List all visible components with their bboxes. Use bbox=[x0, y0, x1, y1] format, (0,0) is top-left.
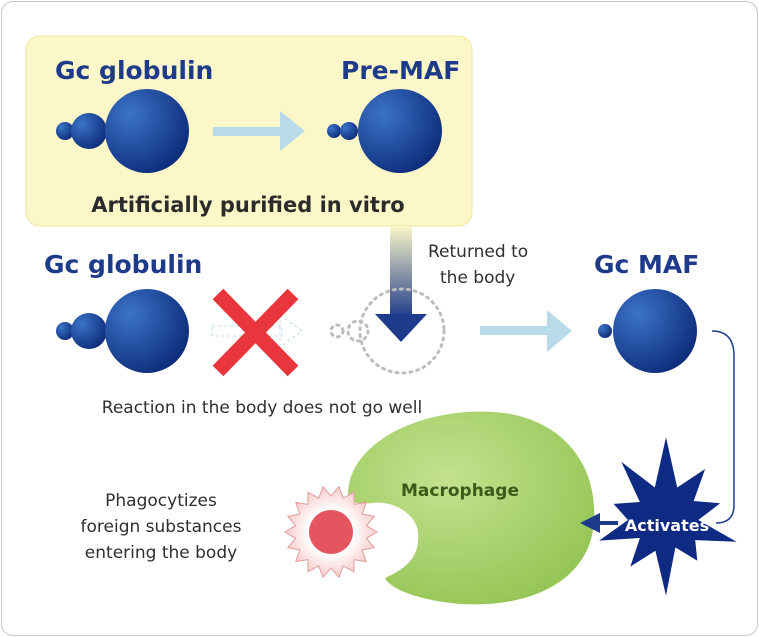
middle-right-arrow-icon bbox=[480, 310, 572, 352]
phago-line3: entering the body bbox=[85, 543, 237, 563]
in-vitro-caption: Artificially purified in vitro bbox=[91, 193, 404, 217]
return-down-arrow-icon bbox=[375, 226, 427, 342]
top-conversion-arrow-icon bbox=[213, 111, 305, 151]
middle-gc-globulin-title: Gc globulin bbox=[44, 250, 202, 279]
foreign-substance-icon bbox=[284, 485, 378, 579]
returned-text-line1: Returned to bbox=[428, 242, 528, 262]
middle-gc-globulin-molecule bbox=[56, 289, 189, 373]
activation-connector-line bbox=[711, 330, 735, 524]
activation-left-arrow-icon bbox=[580, 513, 618, 533]
top-gc-globulin-molecule bbox=[56, 89, 189, 173]
macrophage-shape bbox=[347, 411, 595, 605]
gc-maf-title: Gc MAF bbox=[594, 250, 699, 279]
pre-maf-title: Pre-MAF bbox=[341, 56, 460, 85]
returned-text-line2: the body bbox=[440, 268, 515, 288]
reaction-caption: Reaction in the body does not go well bbox=[102, 398, 422, 418]
top-gc-globulin-title: Gc globulin bbox=[55, 56, 213, 85]
navy-starburst-icon bbox=[599, 437, 737, 596]
pre-maf-molecule bbox=[327, 89, 442, 173]
ghost-molecule-outline bbox=[329, 287, 446, 375]
phago-line2: foreign substances bbox=[81, 517, 242, 537]
macrophage-label: Macrophage bbox=[401, 481, 519, 501]
gc-maf-molecule bbox=[598, 289, 697, 373]
red-x-mark-icon bbox=[212, 288, 299, 377]
phago-line1: Phagocytizes bbox=[105, 491, 217, 511]
activates-label: Activates bbox=[625, 516, 709, 535]
